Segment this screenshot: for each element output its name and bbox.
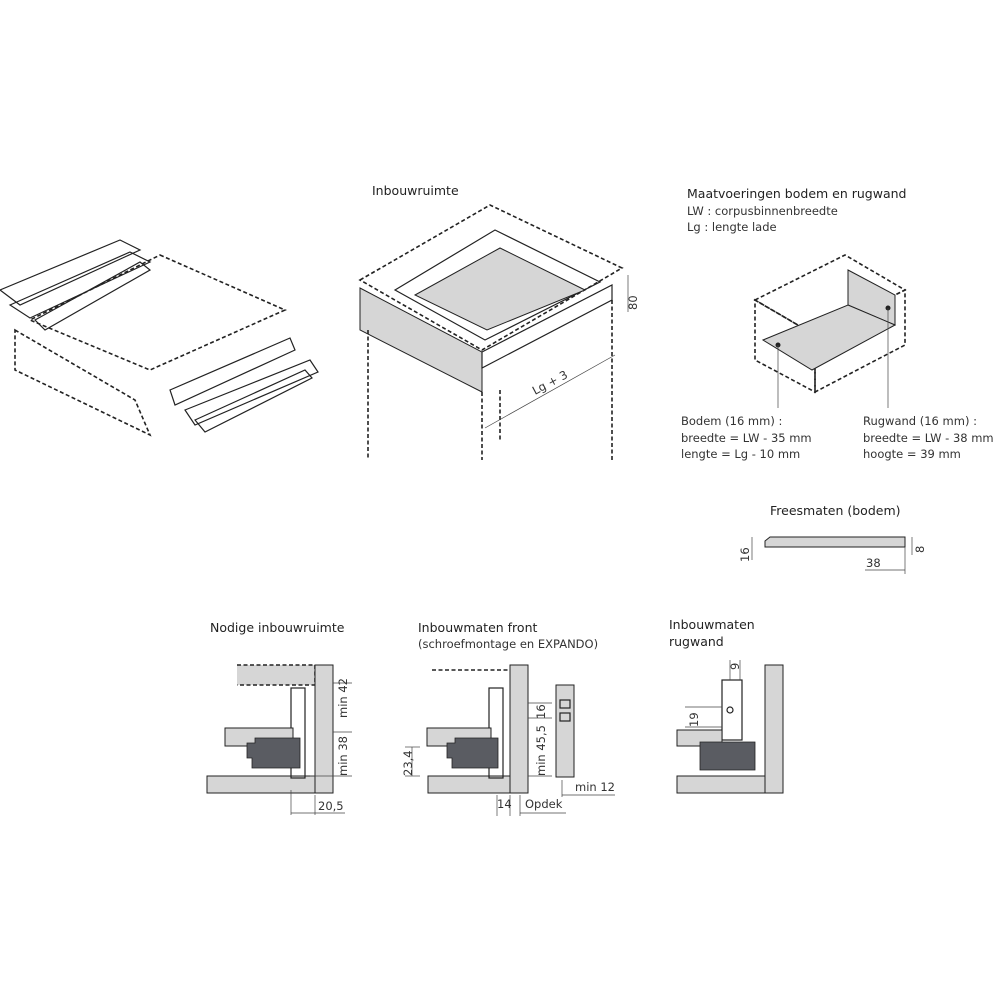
dim-23-4: 23,4: [401, 750, 415, 776]
dim-opdek: Opdek: [525, 797, 563, 811]
exploded-drawer-view: [0, 239, 319, 437]
freesmaten-title: Freesmaten (bodem): [770, 503, 901, 518]
dim-min12: min 12: [575, 780, 615, 794]
front-title: Inbouwmaten front: [418, 620, 537, 635]
bodem-label: Bodem (16 mm) :: [681, 414, 782, 428]
dim-19: 19: [687, 712, 701, 727]
dim-min45-5: min 45,5: [534, 725, 548, 776]
dim-16: 16: [738, 547, 752, 562]
legend-lg: Lg : lengte lade: [687, 220, 777, 234]
dim-20-5: 20,5: [318, 799, 344, 813]
dim-min38: min 38: [336, 736, 350, 776]
rugwand-breedte: breedte = LW - 38 mm: [863, 431, 994, 445]
inbouwmaten-front-diagram: Inbouwmaten front (schroefmontage en EXP…: [401, 620, 615, 816]
inbouwmaten-rugwand-diagram: Inbouwmaten rugwand 9 19: [669, 617, 784, 794]
dim-9: 9: [728, 663, 742, 670]
inbouwruimte-diagram: Inbouwruimte 80 Lg + 3: [358, 183, 640, 460]
dim-8: 8: [913, 546, 927, 553]
nodige-title: Nodige inbouwruimte: [210, 620, 345, 635]
maatvoeringen-title: Maatvoeringen bodem en rugwand: [687, 186, 906, 201]
dim-38: 38: [866, 556, 881, 570]
dim-height-80: 80: [626, 295, 640, 310]
dim-min42: min 42: [336, 678, 350, 718]
rugwand-label: Rugwand (16 mm) :: [863, 414, 977, 428]
front-subtitle: (schroefmontage en EXPANDO): [418, 637, 598, 651]
nodige-inbouwruimte-diagram: Nodige inbouwruimte min 42 min 38 20,5: [206, 620, 352, 815]
dim-16-front: 16: [534, 704, 548, 719]
legend-lw: LW : corpusbinnenbreedte: [687, 204, 838, 218]
rugwand-title-line1: Inbouwmaten: [669, 617, 755, 632]
maatvoeringen-diagram: Maatvoeringen bodem en rugwand LW : corp…: [681, 186, 994, 461]
rugwand-title-line2: rugwand: [669, 634, 724, 649]
dim-14: 14: [497, 797, 512, 811]
dim-length-lg3: Lg + 3: [530, 367, 570, 397]
inbouwruimte-title: Inbouwruimte: [372, 183, 459, 198]
bodem-breedte: breedte = LW - 35 mm: [681, 431, 812, 445]
freesmaten-diagram: Freesmaten (bodem) 16 8 38: [738, 503, 927, 574]
rugwand-hoogte: hoogte = 39 mm: [863, 447, 961, 461]
bodem-lengte: lengte = Lg - 10 mm: [681, 447, 800, 461]
